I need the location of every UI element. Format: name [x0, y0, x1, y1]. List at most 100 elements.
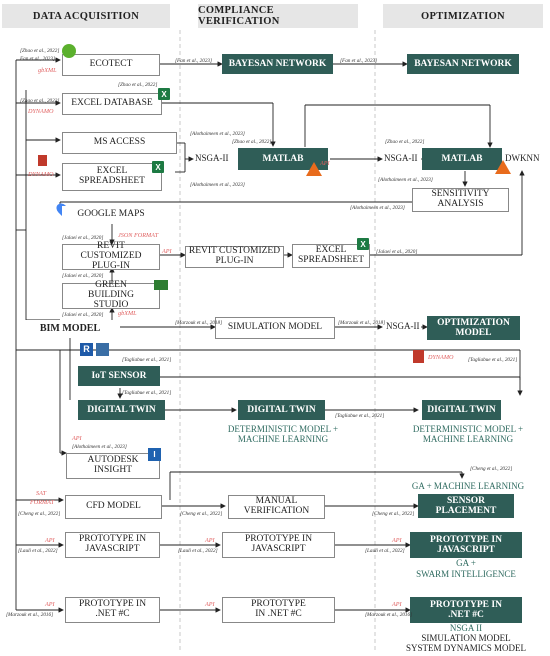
- ref-24: [Cheng et al., 2022]: [18, 511, 61, 517]
- ref-13: [Jalaei et al., 2020]: [62, 235, 104, 241]
- ga-si-label-1: GA +: [456, 558, 476, 568]
- ref-31: [Marzouk et al., 2016]: [6, 612, 54, 618]
- ref-3: [Zhao et al., 2022]: [118, 82, 158, 88]
- prototype-javascript-box-1: PROTOTYPE IN JAVASCRIPT: [65, 532, 160, 558]
- navisworks-icon: [96, 343, 109, 356]
- matlab-box-2: MATLAB: [422, 148, 502, 170]
- manual-verification-box: MANUAL VERIFICATION: [228, 495, 325, 519]
- ref-11: [Alothaimeen et al., 2023]: [378, 177, 433, 183]
- ref-19: [Tagliabue et al., 2021]: [122, 357, 172, 363]
- digital-twin-box-1: DIGITAL TWIN: [78, 400, 165, 420]
- api-label-2: API: [162, 248, 172, 255]
- digital-twin-box-3: DIGITAL TWIN: [422, 400, 501, 420]
- ref-7: [Fan et al., 2023]: [175, 58, 213, 64]
- nsga-ii-label-3: NSGA-II: [386, 321, 420, 331]
- revit-plugin-box-2: REVIT CUSTOMIZED PLUG-IN: [185, 246, 284, 268]
- revit-icon: R: [80, 343, 93, 356]
- excel-database-box: EXCEL DATABASE: [62, 93, 162, 115]
- dynamo-label-1: DYNAMO: [28, 108, 54, 115]
- header-compliance-verification: COMPLIANCE VERIFICATION: [198, 4, 358, 28]
- ref-20: [Tagliabue et al., 2021]: [122, 390, 172, 396]
- ga-si-label-2: SWARM INTELLIGENCE: [416, 569, 516, 579]
- optimization-model-box: OPTIMIZATION MODEL: [427, 316, 520, 340]
- ref-14: [Jalaei et al., 2020]: [62, 273, 104, 279]
- insight-icon: I: [148, 448, 161, 461]
- sensor-placement-box: SENSOR PLACEMENT: [418, 494, 514, 518]
- ref-25: [Cheng et al., 2022]: [180, 511, 223, 517]
- prototype-net-box-1: PROTOTYPE IN .NET #C: [65, 597, 160, 623]
- dynamo-label-2: DYNAMO: [28, 171, 54, 178]
- dynamo-icon: [413, 350, 424, 363]
- simulation-model-label: SIMULATION MODEL: [421, 633, 511, 643]
- ref-22: [Tagliabue et al., 2021]: [468, 357, 518, 363]
- simulation-model-box: SIMULATION MODEL: [215, 317, 335, 339]
- nsga-ii-label-4: NSGA II: [449, 623, 483, 633]
- ref-1: [Zhao et al., 2022]: [20, 48, 60, 54]
- prototype-javascript-box-3: PROTOTYPE IN JAVASCRIPT: [410, 532, 522, 558]
- api-label-3: API: [72, 435, 82, 442]
- bayesian-network-box-2: BAYESAN NETWORK: [407, 54, 519, 74]
- sensitivity-analysis-box: SENSITIVITY ANALYSIS: [412, 188, 509, 212]
- ref-9: [Zhao et al., 2022]: [232, 139, 272, 145]
- ref-12: [Alothaimeen et al., 2023]: [350, 205, 405, 211]
- api-label-7: API: [45, 601, 55, 608]
- excel-spreadsheet-box: EXCEL SPREADSHEET: [62, 163, 162, 191]
- matlab-box-1: MATLAB: [238, 148, 328, 170]
- gbxml-label-2: gbXML: [118, 310, 137, 317]
- nsga-ii-label-1: NSGA-II: [195, 153, 229, 163]
- excel-icon-3: X: [357, 238, 369, 250]
- cfd-model-box: CFD MODEL: [65, 495, 162, 519]
- ref-30: [Lauli et al., 2022]: [365, 548, 405, 554]
- excel-icon: X: [158, 88, 170, 100]
- ref-23: [Alothaimeen et al., 2023]: [72, 444, 127, 450]
- green-building-icon: [154, 280, 168, 290]
- json-format-label: JSON FORMAT: [118, 232, 159, 239]
- api-label-6: API: [392, 537, 402, 544]
- ref-29: [Lauli et al., 2022]: [178, 548, 218, 554]
- ref-10: [Zhao et al., 2022]: [385, 139, 425, 145]
- google-maps-box: GOOGLE MAPS: [62, 206, 160, 224]
- dynamo-label-3: DYNAMO: [428, 354, 454, 361]
- ref-17: [Marzouk et al., 2018]: [175, 320, 223, 326]
- det-ml-label-1b: MACHINE LEARNING: [237, 434, 329, 444]
- ecotect-icon: [62, 44, 76, 58]
- green-building-studio-box: GREEN BUILDING STUDIO: [62, 280, 160, 310]
- det-ml-label-2b: MACHINE LEARNING: [422, 434, 514, 444]
- prototype-javascript-box-2: PROTOTYPE IN JAVASCRIPT: [222, 532, 335, 558]
- ref-8: [Fan et al., 2023]: [340, 58, 378, 64]
- ref-21: [Tagliabue et al., 2021]: [335, 413, 385, 419]
- matlab-icon-2: [495, 160, 511, 174]
- prototype-net-box-3: PROTOTYPE IN .NET #C: [410, 597, 522, 623]
- autodesk-insight-box: AUTODESK INSIGHT: [66, 453, 160, 479]
- format-label: FORMAT: [30, 499, 55, 506]
- api-label-9: API: [392, 601, 402, 608]
- ms-access-box: MS ACCESS: [62, 132, 177, 154]
- excel-icon-2: X: [152, 161, 164, 173]
- ref-2: Fan et al., 2023]: [20, 56, 56, 62]
- matlab-icon: [306, 162, 322, 176]
- ref-6: [Alothaimeen et al., 2023]: [190, 182, 245, 188]
- prototype-net-box-2: PROTOTYPE IN .NET #C: [222, 597, 335, 623]
- bayesian-network-box-1: BAYESAN NETWORK: [222, 54, 333, 74]
- ref-26: [Cheng et al., 2022]: [372, 511, 415, 517]
- iot-sensor-box: IoT SENSOR: [78, 366, 160, 386]
- revit-plugin-box: REVIT CUSTOMIZED PLUG-IN: [62, 241, 160, 271]
- nsga-ii-label-2: NSGA-II: [384, 153, 418, 163]
- ref-15: [Jalaei et al., 2020]: [62, 312, 104, 318]
- bim-model-box: BIM MODEL: [20, 320, 120, 338]
- sat-label: SAT: [36, 490, 47, 497]
- ref-27: [Cheng et al., 2022]: [470, 466, 513, 472]
- digital-twin-box-2: DIGITAL TWIN: [238, 400, 325, 420]
- ref-28: [Lauli et al., 2022]: [18, 548, 58, 554]
- ref-32: [Marzouk et al., 2016]: [365, 612, 413, 618]
- ref-16: [Jalaei et al., 2020]: [376, 249, 418, 255]
- api-label-1: API: [320, 160, 330, 167]
- system-dynamics-label: SYSTEM DYNAMICS MODEL: [405, 643, 526, 653]
- dwknn-label: DWKNN: [505, 153, 540, 163]
- api-label-5: API: [205, 537, 215, 544]
- api-label-8: API: [205, 601, 215, 608]
- gbxml-label-1: gbXML: [38, 67, 57, 74]
- dynamo-icon-2: [38, 155, 47, 166]
- det-ml-label-1a: DETERMINISTIC MODEL +: [227, 424, 339, 434]
- ref-4: [Zhao et al., 2022]: [20, 98, 60, 104]
